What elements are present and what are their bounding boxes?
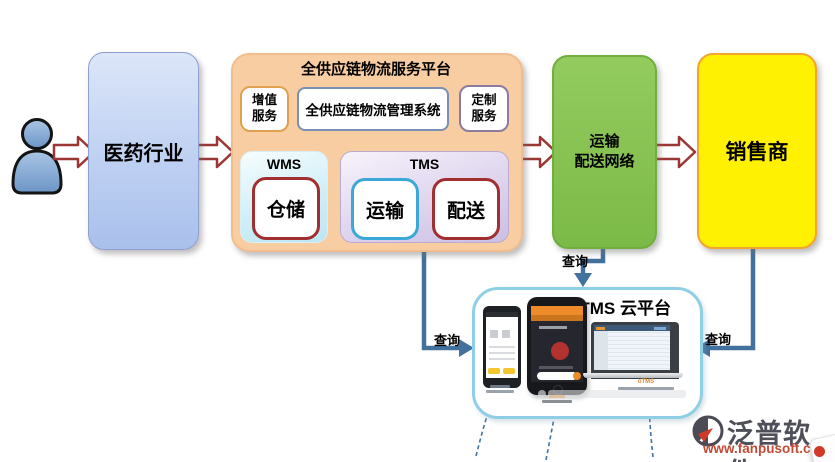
- white-phone-thumb1: [490, 330, 498, 338]
- user-person-icon: [11, 118, 63, 195]
- black-phone-tab-bar: [531, 315, 583, 321]
- fanpu-logo-icon: [692, 415, 724, 447]
- laptop-caption: oTMS: [637, 379, 655, 385]
- transport-box: 运输: [351, 178, 419, 240]
- wms-title: WMS: [266, 156, 302, 172]
- warehouse-label: 仓储: [266, 200, 305, 221]
- laptop-mockup: [591, 322, 679, 379]
- industry-label: 医药行业: [103, 142, 184, 165]
- transport-label: 运输: [365, 200, 404, 222]
- query-label-left: 查询: [434, 333, 461, 348]
- value-added-service-label: 增值 服务: [251, 93, 277, 123]
- black-phone-orange-header: [531, 306, 583, 315]
- black-phone-screen: [531, 306, 583, 382]
- white-phone-thumb2: [502, 330, 510, 338]
- black-phone-search-bar: [537, 372, 577, 380]
- flow-arrow-user-to-industry: [52, 135, 96, 169]
- company-website: www.fanpusoft.com: [703, 441, 831, 456]
- platform-title: 全供应链物流服务平台: [300, 61, 451, 78]
- supply-chain-system-label: 全供应链物流管理系统: [305, 103, 441, 118]
- laptop-screen: [594, 325, 670, 370]
- white-phone-caption-mark: [486, 390, 514, 393]
- connector-seller-to-otms: [709, 245, 756, 351]
- connector-arrowhead-middle: [574, 273, 592, 287]
- black-phone-caption-mark: [542, 400, 572, 403]
- flow-arrow-industry-to-platform: [191, 135, 235, 169]
- white-phone-textline: [489, 346, 515, 348]
- seller-label: 销售商: [725, 141, 789, 164]
- flow-arrow-network-to-seller: [653, 135, 697, 169]
- white-phone-yellow-button: [488, 368, 500, 374]
- company-logo-text: 泛普软件: [727, 419, 811, 462]
- delivery-box: 配送: [432, 178, 500, 240]
- black-phone-red-graphic: [551, 342, 569, 360]
- connector-tms-to-otms: [421, 248, 460, 351]
- warehouse-box: 仓储: [252, 177, 320, 240]
- laptop-caption-mark: [618, 387, 674, 390]
- white-phone-caption-mark: [490, 385, 510, 388]
- otms-cloud-title: oTMS 云平台: [569, 299, 671, 318]
- query-label-middle: 查询: [562, 254, 589, 269]
- white-phone-textline: [489, 352, 515, 354]
- white-phone-header: [486, 312, 518, 317]
- tms-title: TMS: [409, 156, 440, 172]
- query-label-right: 查询: [705, 332, 732, 347]
- laptop-toolbar-orange-chip: [596, 326, 605, 330]
- laptop-toolbar-blue-chip: [654, 326, 666, 330]
- transport-network-box: 运输 配送网络: [552, 55, 657, 249]
- white-phone-mockup: [483, 306, 521, 388]
- black-phone-mockup: [527, 297, 587, 395]
- corner-red-dot-icon: [814, 446, 825, 457]
- custom-service-label: 定制 服务: [471, 92, 497, 123]
- value-added-service-box: 增值 服务: [240, 86, 289, 132]
- transport-network-label: 运输 配送网络: [574, 132, 635, 170]
- otms-watermark-glyph: [538, 390, 546, 398]
- laptop-toolbar: [594, 325, 670, 331]
- otms-watermark: [548, 390, 686, 398]
- laptop-side-panel: [594, 331, 608, 370]
- seller-box: 销售商: [697, 53, 817, 249]
- connector-arrowhead-left: [459, 339, 474, 357]
- connector-network-to-otms: [580, 246, 606, 274]
- white-phone-screen: [486, 312, 518, 378]
- black-phone-list-row: [539, 366, 573, 369]
- custom-service-box: 定制 服务: [459, 85, 509, 132]
- delivery-label: 配送: [446, 200, 485, 222]
- supply-chain-system-box: 全供应链物流管理系统: [297, 87, 449, 131]
- black-phone-rating-row: [539, 326, 567, 329]
- white-phone-yellow-button: [503, 368, 515, 374]
- black-phone-send-button: [573, 372, 581, 380]
- industry-box: 医药行业: [88, 52, 199, 250]
- laptop-base: [583, 373, 683, 378]
- white-phone-textline: [489, 358, 515, 360]
